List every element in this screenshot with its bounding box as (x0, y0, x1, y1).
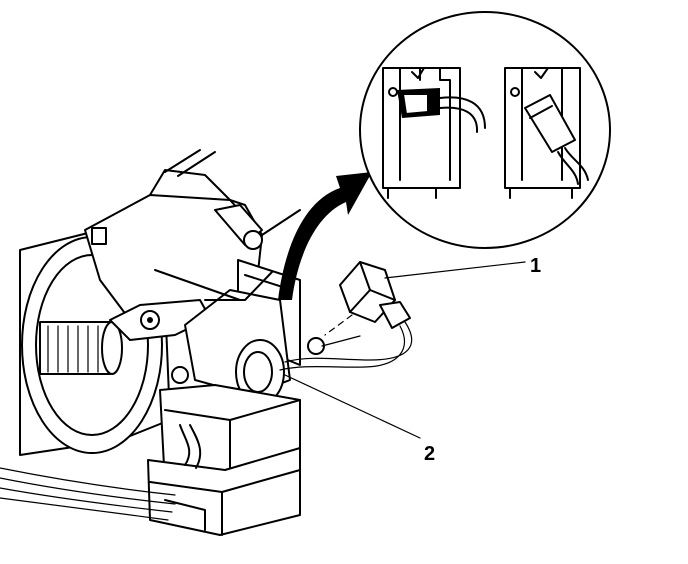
detail-connector-removed (504, 67, 589, 199)
leader-lines (284, 261, 526, 439)
callout-1: 1 (530, 255, 541, 277)
lock-cylinder (109, 269, 291, 405)
leader-line-2 (284, 374, 421, 439)
wiring-harness (0, 467, 176, 521)
callout-2: 2 (424, 443, 435, 465)
switch-connector (279, 261, 413, 371)
detail-view-circle (359, 11, 611, 249)
detail-connector-installed (382, 67, 486, 199)
leader-line-1 (384, 261, 526, 279)
detail-arrow (278, 172, 372, 300)
switch-block (147, 384, 301, 536)
